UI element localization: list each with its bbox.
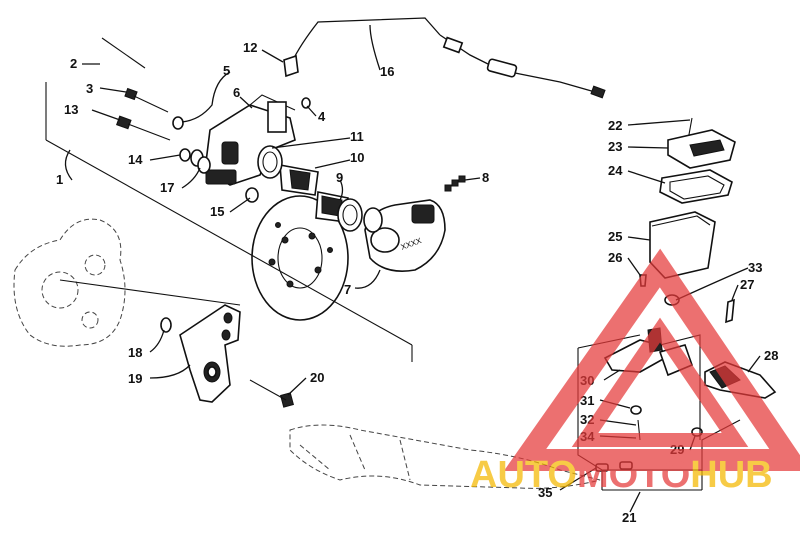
svg-text:AUTOMOTOHUB: AUTOMOTOHUB: [470, 454, 773, 496]
callout-18: 18: [128, 345, 142, 360]
caliper-inner-half: [204, 94, 296, 186]
callout-15: 15: [210, 204, 224, 219]
callout-24: 24: [608, 163, 623, 178]
callout-33: 33: [748, 260, 762, 275]
callout-19: 19: [128, 371, 142, 386]
callout-17: 17: [160, 180, 174, 195]
callout-5: 5: [223, 63, 230, 78]
callout-9: 9: [336, 170, 343, 185]
master-cylinder: [649, 117, 736, 279]
caliper-bracket: [160, 304, 294, 408]
watermark-triangle-inner: [571, 317, 749, 447]
callout-16: 16: [380, 64, 394, 79]
automotohub-watermark: AUTOMOTOHUB: [470, 248, 800, 496]
callout-12: 12: [243, 40, 257, 55]
brake-disc: [251, 195, 349, 321]
callout-26: 26: [608, 250, 622, 265]
callout-1: 1: [56, 172, 63, 187]
callout-21: 21: [622, 510, 636, 525]
callout-7: 7: [344, 282, 351, 297]
callout-3: 3: [86, 81, 93, 96]
callout-14: 14: [128, 152, 143, 167]
callout-23: 23: [608, 139, 622, 154]
chassis-outline: [13, 218, 601, 489]
watermark-moto-text: MOTO: [577, 454, 690, 496]
callout-20: 20: [310, 370, 324, 385]
callout-10: 10: [350, 150, 364, 165]
callout-31: 31: [580, 393, 594, 408]
watermark-triangle-outer: [503, 248, 800, 471]
callout-28: 28: [764, 348, 778, 363]
watermark-auto-text: AUTO: [470, 454, 577, 496]
callout-25: 25: [608, 229, 622, 244]
caliper-outer-half: XXXX: [364, 199, 446, 272]
callout-13: 13: [64, 102, 78, 117]
leader-lines: [64, 24, 761, 513]
callout-27: 27: [740, 277, 754, 292]
callout-11: 11: [350, 129, 364, 144]
callout-4: 4: [318, 109, 326, 124]
callout-6: 6: [233, 85, 240, 100]
caliper-pistons: [257, 145, 383, 233]
callout-35: 35: [538, 485, 552, 500]
callout-8: 8: [482, 170, 489, 185]
watermark-hub-text: HUB: [690, 454, 772, 496]
brake-hose: [283, 17, 606, 99]
bleeder-screw: [444, 175, 466, 192]
callout-2: 2: [70, 56, 77, 71]
callout-22: 22: [608, 118, 622, 133]
